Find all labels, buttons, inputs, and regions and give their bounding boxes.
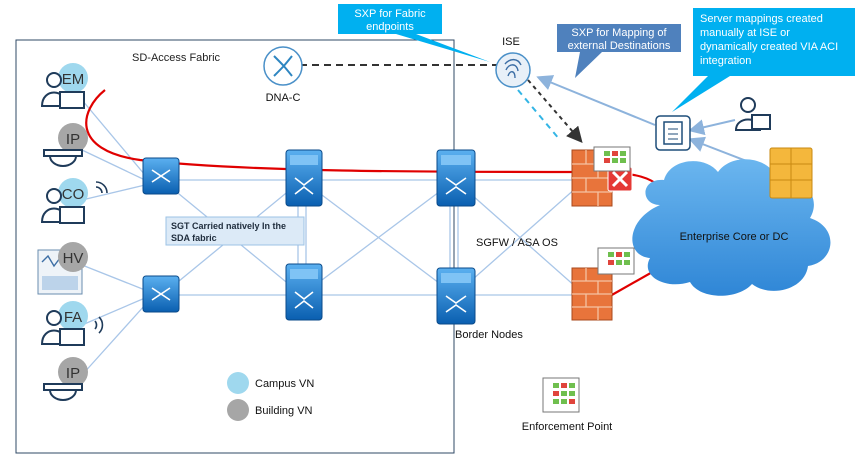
svg-text:endpoints: endpoints [366,21,414,33]
sd-access-fabric-frame [15,39,455,454]
svg-text:SGT Carried natively In the: SGT Carried natively In the [171,221,286,231]
ise-icon [495,52,531,88]
intermediate-switch-bottom [285,263,323,321]
svg-text:FA: FA [64,309,82,326]
building-vn-label: Building VN [255,405,313,417]
campus-vn-swatch [227,372,249,394]
intermediate-switch-top [285,149,323,207]
endpoint-co: CO [40,178,108,224]
legend: Campus VN Building VN [227,372,314,421]
ise-label: ISE [502,36,520,48]
border-node-top [436,149,476,207]
svg-text:IP: IP [66,365,80,382]
edge-switch-top [142,157,180,195]
svg-text:IP: IP [66,131,80,148]
firewall-bottom-icon [571,267,613,321]
enterprise-core-label: Enterprise Core or DC [680,231,789,243]
svg-text:dynamically created VIA ACI: dynamically created VIA ACI [700,41,838,53]
endpoint-hv: HV [37,242,88,295]
campus-vn-label: Campus VN [255,378,314,390]
svg-text:EM: EM [62,71,85,88]
border-node-bottom [436,267,476,325]
dnac-icon [263,46,303,86]
mapping-ise-link [536,75,656,126]
svg-text:external Destinations: external Destinations [568,40,671,52]
svg-text:manually at ISE or: manually at ISE or [700,27,790,39]
endpoint-ip-camera-1: IP [43,123,88,167]
building-vn-swatch [227,399,249,421]
callout-server-mappings: Server mappings created manually at ISE … [672,8,855,112]
fabric-title: SD-Access Fabric [132,52,221,64]
deny-x-icon [607,166,633,192]
svg-text:HV: HV [63,250,84,267]
callout-sxp-mapping: SXP for Mapping of external Destinations [557,24,681,78]
svg-text:Server mappings created: Server mappings created [700,13,823,25]
ise-fabric-sxp-link [517,89,561,141]
callout-sxp-fabric: SXP for Fabric endpoints [338,4,490,62]
clipboard-icon [655,115,691,151]
server-stack-icon [769,147,813,199]
endpoint-em: EM [40,63,88,109]
svg-text:integration: integration [700,55,751,67]
admin-mapping-link [688,119,736,136]
enforcement-point-label: Enforcement Point [522,421,613,433]
policy-matrix-icon-bottom [597,247,635,275]
svg-text:SDA fabric: SDA fabric [171,233,217,243]
edge-switch-bottom [142,275,180,313]
dnac-label: DNA-C [266,92,301,104]
endpoint-fa: FA [40,301,104,346]
callout-sgt-note: SGT Carried natively In the SDA fabric [165,216,305,246]
ise-fw-sxp-link [527,79,583,144]
svg-text:CO: CO [62,186,85,203]
admin-user-icon [734,97,771,131]
enforcement-point-icon [542,377,580,413]
policy-matrix-icon-top [593,146,631,172]
svg-text:SXP for Fabric: SXP for Fabric [354,8,426,20]
border-nodes-label: Border Nodes [455,329,523,341]
sgfw-label: SGFW / ASA OS [476,237,558,249]
endpoint-ip-camera-2: IP [43,357,88,401]
svg-text:SXP for Mapping of: SXP for Mapping of [571,27,667,39]
